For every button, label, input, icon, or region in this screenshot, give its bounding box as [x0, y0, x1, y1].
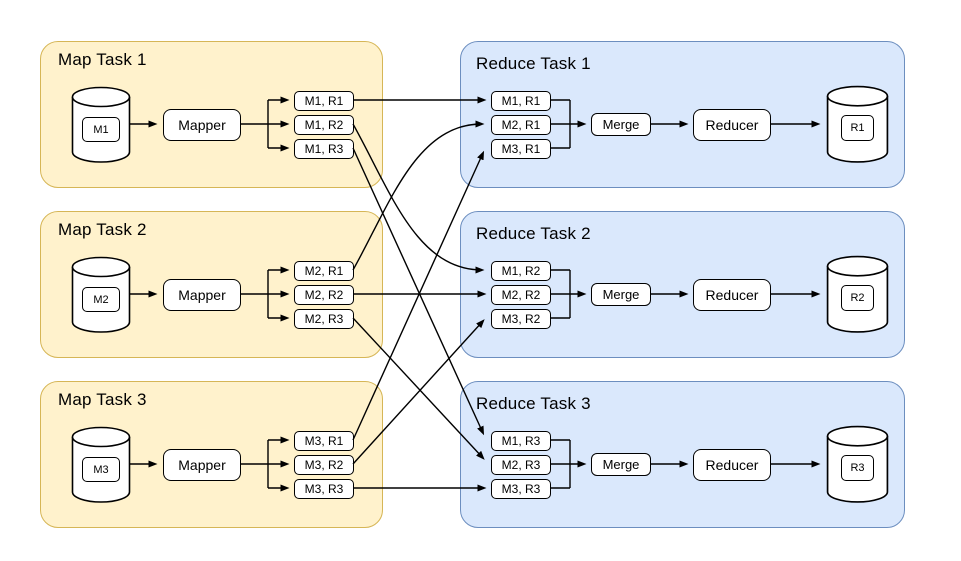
reduce-input-box: M1, R1 — [491, 91, 551, 111]
reduce-input-box: M3, R3 — [491, 479, 551, 499]
database-label: M2 — [82, 287, 120, 312]
reducer-box: Reducer — [693, 279, 771, 311]
map-output-box: M3, R3 — [294, 479, 354, 499]
map-output-box: M1, R3 — [294, 139, 354, 159]
reduce-output-database-icon: R2 — [826, 255, 889, 334]
map-task-3-title: Map Task 3 — [58, 390, 147, 409]
map-input-database-icon: M2 — [71, 256, 131, 334]
map-input-database-icon: M3 — [71, 426, 131, 504]
merge-box: Merge — [591, 113, 651, 136]
map-output-box: M3, R1 — [294, 431, 354, 451]
reduce-input-box: M2, R3 — [491, 455, 551, 475]
reduce-task-3-title: Reduce Task 3 — [476, 394, 591, 413]
database-label: M3 — [82, 457, 120, 482]
map-task-3-container: Map Task 3 M3 Mapper M3, R1 M3, R2 M3, R… — [40, 381, 383, 528]
mapper-box: Mapper — [163, 279, 241, 311]
mapper-box: Mapper — [163, 449, 241, 481]
map-output-box: M3, R2 — [294, 455, 354, 475]
map-output-box: M1, R1 — [294, 91, 354, 111]
reduce-input-box: M1, R3 — [491, 431, 551, 451]
merge-box: Merge — [591, 283, 651, 306]
database-label: M1 — [82, 117, 120, 142]
map-task-1-title: Map Task 1 — [58, 50, 147, 69]
map-output-box: M2, R3 — [294, 309, 354, 329]
database-label: R3 — [841, 455, 874, 481]
map-output-box: M2, R2 — [294, 285, 354, 305]
reduce-output-database-icon: R3 — [826, 425, 889, 504]
reduce-task-2-container: Reduce Task 2 M1, R2 M2, R2 M3, R2 Merge… — [460, 211, 905, 358]
reduce-task-1-title: Reduce Task 1 — [476, 54, 591, 73]
database-label: R2 — [841, 285, 874, 311]
reducer-box: Reducer — [693, 109, 771, 141]
map-task-1-container: Map Task 1 M1 Mapper M1, R1 M1, R2 M1, R… — [40, 41, 383, 188]
database-label: R1 — [841, 115, 874, 141]
reduce-input-box: M2, R2 — [491, 285, 551, 305]
reduce-input-box: M3, R2 — [491, 309, 551, 329]
merge-box: Merge — [591, 453, 651, 476]
reduce-task-3-container: Reduce Task 3 M1, R3 M2, R3 M3, R3 Merge… — [460, 381, 905, 528]
reduce-task-1-container: Reduce Task 1 M1, R1 M2, R1 M3, R1 Merge… — [460, 41, 905, 188]
map-output-box: M2, R1 — [294, 261, 354, 281]
reduce-input-box: M2, R1 — [491, 115, 551, 135]
map-input-database-icon: M1 — [71, 86, 131, 164]
map-task-2-container: Map Task 2 M2 Mapper M2, R1 M2, R2 M2, R… — [40, 211, 383, 358]
map-task-2-title: Map Task 2 — [58, 220, 147, 239]
reducer-box: Reducer — [693, 449, 771, 481]
reduce-input-box: M3, R1 — [491, 139, 551, 159]
mapper-box: Mapper — [163, 109, 241, 141]
reduce-input-box: M1, R2 — [491, 261, 551, 281]
map-output-box: M1, R2 — [294, 115, 354, 135]
reduce-output-database-icon: R1 — [826, 85, 889, 164]
reduce-task-2-title: Reduce Task 2 — [476, 224, 591, 243]
